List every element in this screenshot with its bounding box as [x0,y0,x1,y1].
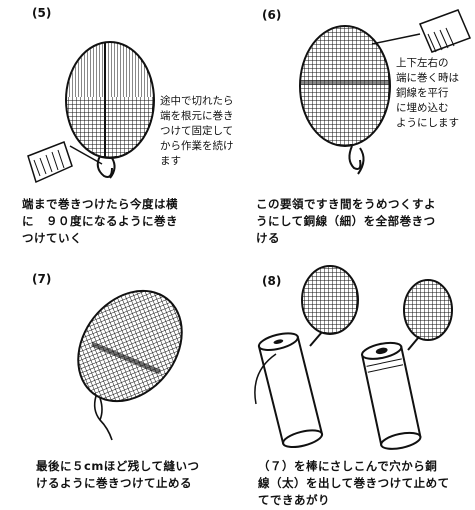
fig5-spoon-half-wound [27,41,155,184]
fig6-spoon-filled [299,9,472,175]
wire-spool-icon-2 [418,9,472,53]
step-6-note: 上下左右の 端に巻く時は 銅線を平行 に埋め込む ようにします [396,57,459,129]
step-6-caption: この要領ですき間をうめつくすよ うにして銅線（細）を全部巻きつ ける [256,197,436,245]
step-7-caption: 最後に５cmほど残して縫いつ けるように巻きつけて止める [36,459,200,490]
step-8-number: (8) [262,274,282,288]
fig8-left-assembly [254,265,359,449]
dowel-stick-icon-2 [360,341,422,450]
step-8-caption: （７）を棒にさしこんで穴から銅 線（太）を出して巻きつけて止めて てできあがり [258,459,450,507]
wire-spool-icon [27,141,73,184]
step-7-number: (7) [32,272,52,286]
fig8-right-assembly [360,279,453,450]
fig7-spoon-finished [77,289,183,441]
step-6-number: (6) [262,8,282,22]
dowel-stick-icon [257,332,324,449]
step-5-number: (5) [32,6,52,20]
step-5-note: 途中で切れたら 端を根元に巻き つけて固定して から作業を続け ます [160,95,234,167]
step-5-caption: 端まで巻きつけたら今度は横 に ９０度になるように巻き つけていく [22,197,178,245]
